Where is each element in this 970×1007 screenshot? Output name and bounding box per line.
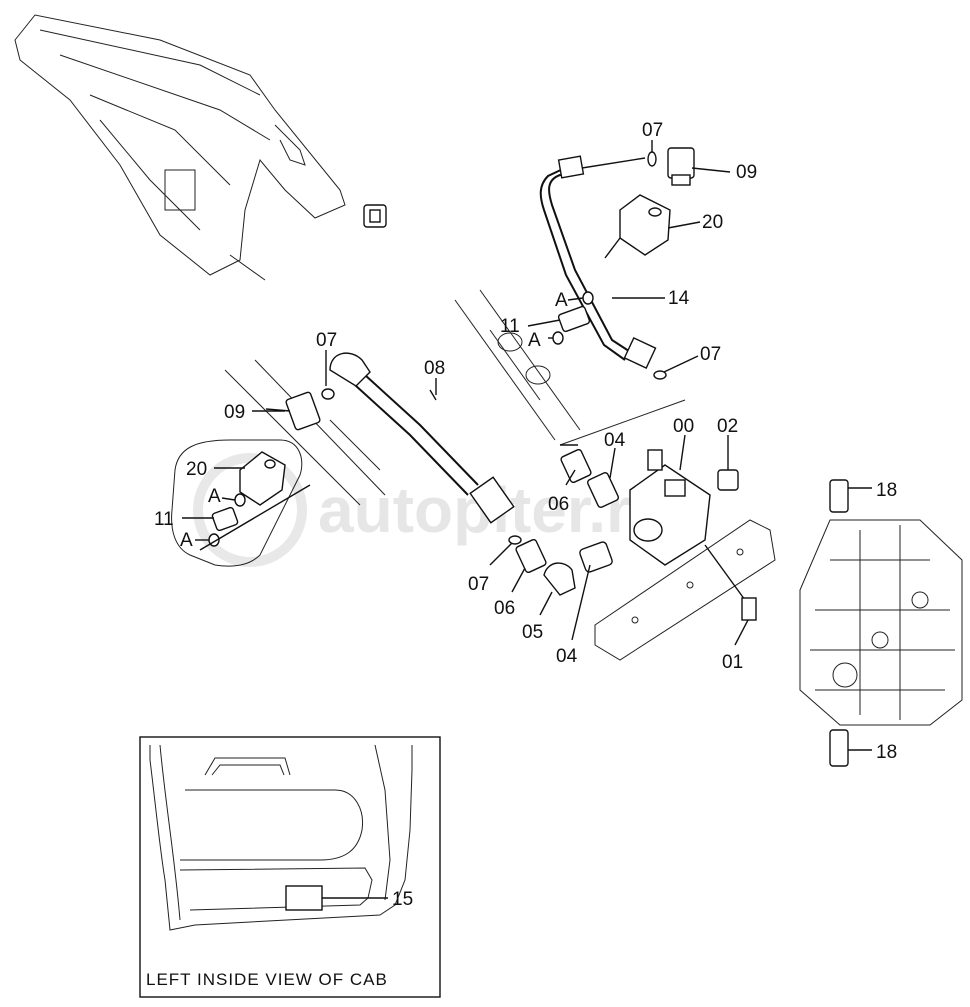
- fitting-11-top: [557, 305, 591, 333]
- label-07-low: 07: [468, 574, 489, 595]
- label-18-bottom: 18: [876, 742, 897, 763]
- elbow-09-top: [667, 147, 695, 186]
- plug-02: [717, 469, 739, 491]
- fitting-18-bottom: [829, 729, 872, 767]
- oring-a-top: [582, 291, 594, 305]
- label-09-left: 09: [224, 402, 245, 423]
- label-07-top: 07: [642, 120, 663, 141]
- adapter-06-upper: [560, 448, 592, 484]
- label-18-top: 18: [876, 480, 897, 501]
- label-00: 00: [673, 416, 694, 437]
- label-05: 05: [522, 622, 543, 643]
- inset-label-15: 15: [392, 889, 413, 910]
- label-01: 01: [722, 652, 743, 673]
- hose-14: [539, 155, 657, 369]
- boom-arm: [14, 14, 346, 281]
- label-a-3: A: [208, 486, 221, 507]
- label-a-1: A: [555, 290, 568, 311]
- oring-07-right: [653, 370, 667, 380]
- label-06-low: 06: [494, 598, 515, 619]
- label-07-right: 07: [700, 344, 721, 365]
- elbow-09-left: [265, 391, 321, 431]
- bracket: [594, 519, 776, 661]
- detail-circle: [171, 439, 311, 567]
- clip-part: [363, 204, 387, 228]
- label-04-low: 04: [556, 646, 578, 667]
- adapter-06-low: [515, 538, 547, 574]
- label-11-left: 11: [154, 509, 174, 530]
- label-11-top: 11: [500, 316, 520, 337]
- elbow-05: [543, 562, 576, 596]
- valve-00: [629, 449, 711, 566]
- oring-07-top: [647, 151, 657, 167]
- cab-inset: 15 LEFT INSIDE VIEW OF CAB: [139, 736, 441, 998]
- inset-caption: LEFT INSIDE VIEW OF CAB: [146, 970, 388, 989]
- label-a-2: A: [528, 330, 541, 351]
- frame-bg: [224, 289, 686, 506]
- fitting-18-top: [829, 479, 872, 513]
- label-06-upper: 06: [548, 494, 569, 515]
- label-04-upper: 04: [604, 430, 626, 451]
- label-20-left: 20: [186, 459, 207, 480]
- label-20-top: 20: [702, 212, 723, 233]
- label-07-left: 07: [316, 330, 337, 351]
- oring-a-mid: [552, 331, 564, 345]
- hose-08: [329, 352, 515, 524]
- block-20-top: [604, 194, 671, 259]
- adapter-04-upper: [586, 472, 620, 508]
- oring-07-low: [508, 535, 522, 545]
- bolt-01: [704, 544, 757, 621]
- label-09-top: 09: [736, 162, 757, 183]
- nut-04-low: [579, 541, 613, 573]
- label-08: 08: [424, 358, 445, 379]
- label-a-4: A: [180, 530, 193, 551]
- leader-lines: [182, 140, 749, 646]
- label-02: 02: [717, 416, 738, 437]
- label-14: 14: [668, 288, 690, 309]
- part-labels: 07 09 20 14 A 11 A 07 07 08 09 20 A 11 A…: [154, 120, 897, 763]
- control-valve: [799, 519, 963, 726]
- oring-07-left: [321, 388, 335, 400]
